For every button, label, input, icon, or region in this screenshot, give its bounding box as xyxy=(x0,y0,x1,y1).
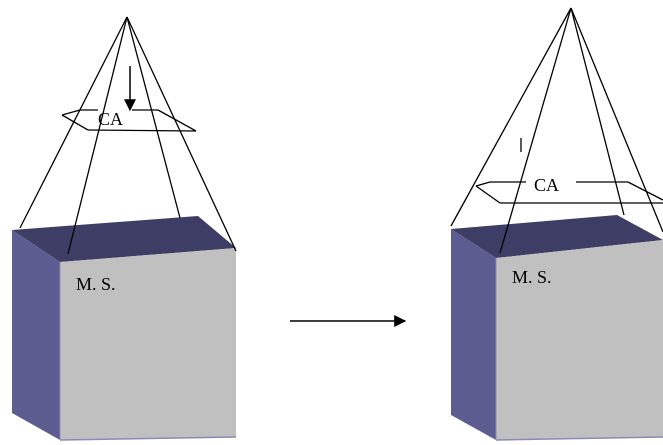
right-box-label: M. S. xyxy=(512,267,552,287)
left-ray-1 xyxy=(19,16,128,229)
right-plane-right-edge xyxy=(627,181,663,201)
left-ray-2 xyxy=(67,16,128,255)
right-box-top xyxy=(451,215,663,258)
left-box-bottom-edge xyxy=(59,436,237,441)
right-plane-left-edge xyxy=(475,181,491,187)
left-box xyxy=(12,216,237,441)
right-ray-3 xyxy=(570,7,625,216)
left-ray-4 xyxy=(126,16,237,252)
right-box xyxy=(451,215,663,441)
right-plane-label: CA xyxy=(534,175,559,195)
right-ray-1 xyxy=(450,7,572,227)
right-ca-plane: CA xyxy=(475,175,663,204)
right-view-pyramid xyxy=(450,7,663,254)
left-ca-plane: CA xyxy=(61,109,197,132)
left-plane-left-edge xyxy=(61,109,81,116)
left-view-pyramid xyxy=(19,16,237,255)
left-box-label: M. S. xyxy=(76,274,116,294)
right-ray-4 xyxy=(570,7,663,233)
left-plane-right-edge xyxy=(157,109,197,132)
right-plane-left-diag xyxy=(475,185,501,204)
left-plane-left-diag xyxy=(61,114,89,131)
left-scene: CA M. S. xyxy=(12,16,237,441)
left-ray-3 xyxy=(126,16,181,219)
right-scene: CA M. S. xyxy=(450,7,663,441)
left-box-side xyxy=(12,230,60,440)
right-ray-2 xyxy=(499,7,572,254)
left-box-front xyxy=(60,248,236,440)
right-box-side xyxy=(451,229,496,440)
right-box-front xyxy=(496,240,663,440)
left-plane-label: CA xyxy=(98,109,123,129)
right-box-bottom-edge xyxy=(495,436,663,441)
left-box-top xyxy=(12,216,236,262)
left-plane-front-edge xyxy=(87,129,197,132)
